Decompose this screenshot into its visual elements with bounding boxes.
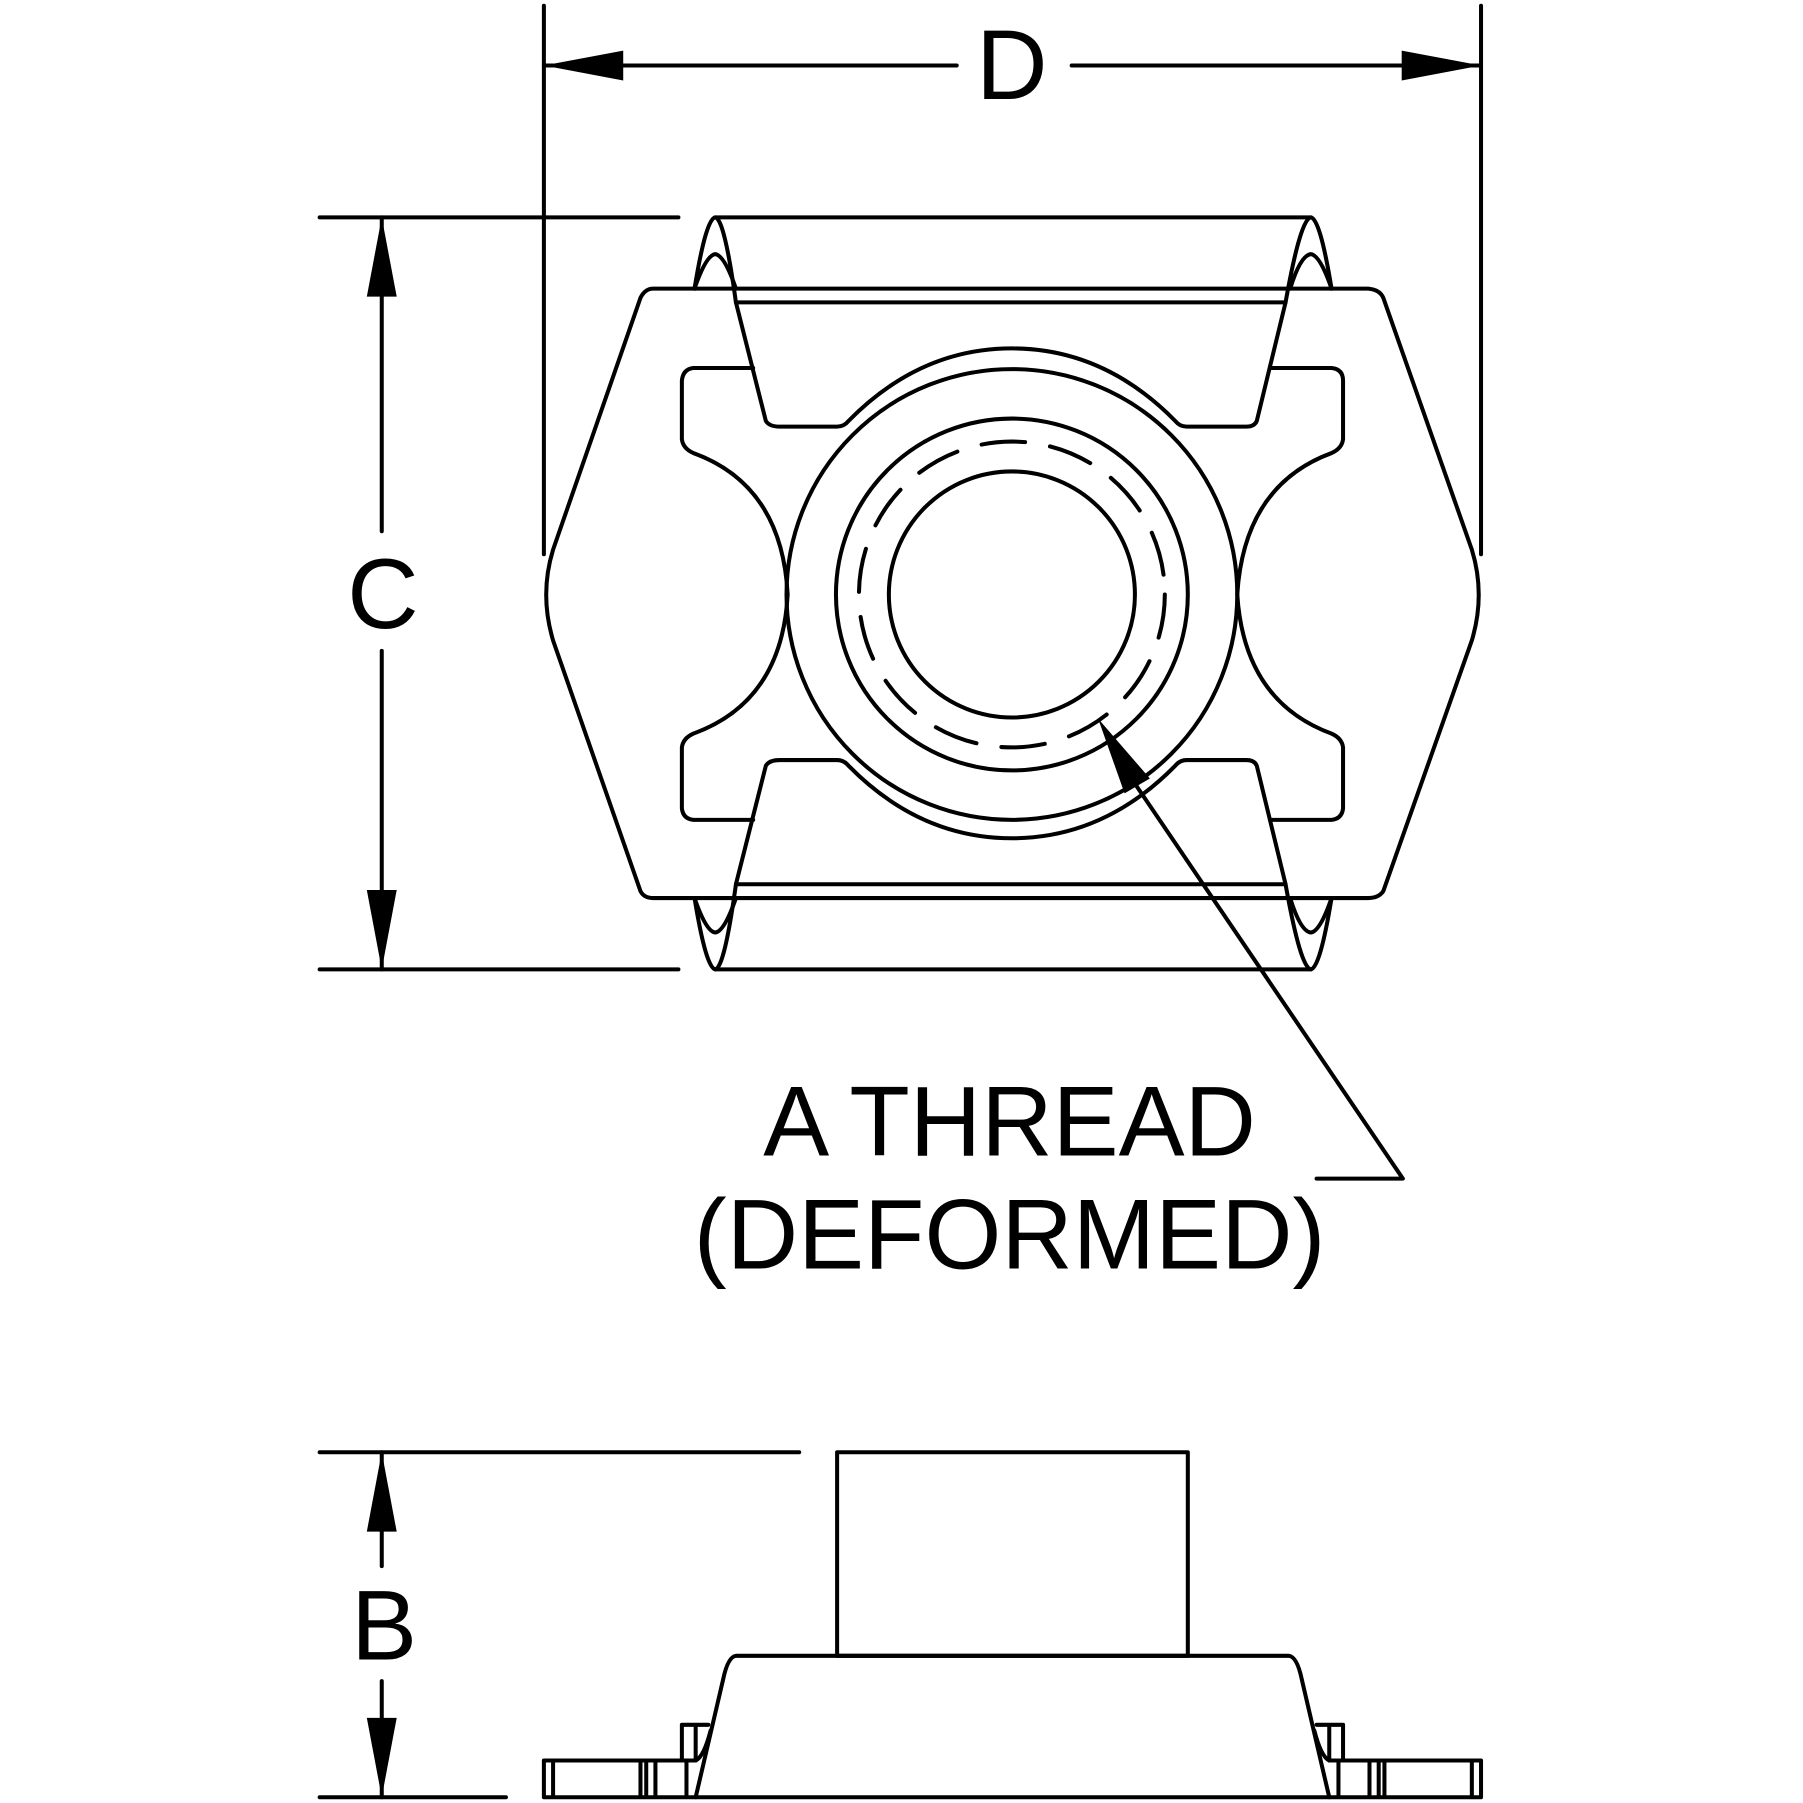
callout-line-2: (DEFORMED)	[694, 1178, 1326, 1289]
thread-dashed-circle	[856, 439, 1167, 750]
dimension-label-d: D	[976, 9, 1047, 120]
dimension-b: B	[317, 1450, 802, 1800]
leader-arrowhead	[1098, 718, 1150, 794]
dimension-label-c: C	[347, 538, 418, 649]
arrowhead	[1401, 50, 1482, 81]
dimension-c: C	[317, 215, 681, 972]
dimension-label-b: B	[351, 1569, 417, 1680]
thread-hole-circle	[886, 469, 1137, 720]
arrowhead	[543, 50, 624, 81]
dimension-d: D	[541, 3, 1484, 557]
arrowhead	[366, 1452, 397, 1532]
arrowhead	[366, 890, 397, 970]
callout-line-1: A THREAD	[763, 1066, 1256, 1177]
side-view	[541, 1450, 1484, 1800]
arrowhead	[366, 1717, 397, 1798]
boss-outer-circle	[784, 367, 1240, 822]
thread-major-circle	[833, 416, 1190, 773]
arrowhead	[366, 217, 397, 297]
top-view	[544, 215, 1481, 1181]
